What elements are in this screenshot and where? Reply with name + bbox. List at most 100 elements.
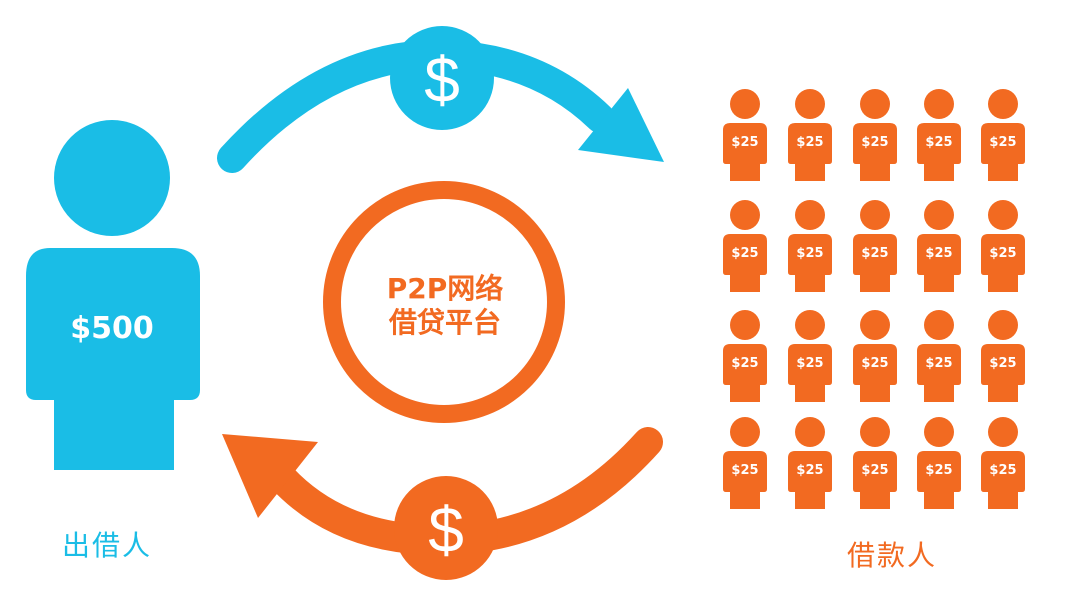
lender-caption: 出借人 (62, 529, 153, 562)
borrower-figure: $25 (788, 89, 832, 181)
platform-label-line1: P2P网络 (386, 272, 504, 305)
borrower-head (988, 200, 1018, 230)
borrower-body (981, 344, 1025, 402)
borrower-body (723, 451, 767, 509)
borrower-amount: $25 (925, 135, 952, 150)
borrower-body (723, 123, 767, 181)
borrower-body (981, 234, 1025, 292)
top-arrowhead (578, 88, 664, 162)
borrower-amount: $25 (925, 463, 952, 478)
borrower-figure: $25 (853, 417, 897, 509)
borrower-body (788, 123, 832, 181)
borrower-body (917, 451, 961, 509)
borrower-amount: $25 (989, 463, 1016, 478)
borrower-amount: $25 (796, 246, 823, 261)
borrower-head (730, 200, 760, 230)
platform-label: P2P网络 借贷平台 (340, 272, 550, 340)
borrower-figure: $25 (723, 200, 767, 292)
borrower-body (917, 123, 961, 181)
borrower-head (860, 310, 890, 340)
borrower-head (924, 89, 954, 119)
borrower-amount: $25 (861, 246, 888, 261)
borrower-head (988, 417, 1018, 447)
borrower-figure: $25 (917, 310, 961, 402)
borrower-figure: $25 (981, 200, 1025, 292)
borrower-head (795, 200, 825, 230)
top-dollar-badge (390, 26, 494, 130)
borrower-amount: $25 (731, 463, 758, 478)
top-dollar-icon: $ (424, 44, 460, 116)
borrower-head (795, 310, 825, 340)
borrower-amount: $25 (796, 356, 823, 371)
borrower-head (860, 200, 890, 230)
borrower-body (788, 344, 832, 402)
lender-body (26, 248, 200, 470)
borrower-figure: $25 (917, 200, 961, 292)
borrower-body (853, 451, 897, 509)
borrower-amount: $25 (731, 356, 758, 371)
borrower-body (723, 344, 767, 402)
borrower-head (730, 310, 760, 340)
borrower-figure: $25 (981, 89, 1025, 181)
borrower-grid: $25 $25 $25 $25 $25 $25 $25 $25 $25 $25 $25 $25 $25 $… (723, 89, 1025, 509)
borrower-head (795, 89, 825, 119)
borrower-body (853, 234, 897, 292)
top-arrow: $ (217, 26, 664, 173)
borrower-figure: $25 (981, 417, 1025, 509)
lender-amount: $500 (70, 311, 154, 346)
borrower-figure: $25 (917, 417, 961, 509)
lender-figure: $500 (26, 120, 200, 470)
platform-label-line2: 借贷平台 (388, 306, 501, 339)
borrower-figure: $25 (788, 200, 832, 292)
borrower-head (730, 417, 760, 447)
borrower-amount: $25 (925, 356, 952, 371)
borrower-head (860, 417, 890, 447)
borrower-figure: $25 (723, 417, 767, 509)
borrower-amount: $25 (925, 246, 952, 261)
bottom-dollar-icon: $ (428, 494, 464, 566)
bottom-dollar-badge (394, 476, 498, 580)
borrower-amount: $25 (796, 463, 823, 478)
borrower-head (860, 89, 890, 119)
borrower-figure: $25 (853, 89, 897, 181)
borrower-body (723, 234, 767, 292)
borrower-figure: $25 (917, 89, 961, 181)
platform-ring (323, 181, 565, 423)
borrower-caption: 借款人 (847, 539, 938, 572)
borrower-body (981, 123, 1025, 181)
borrower-body (853, 344, 897, 402)
borrower-head (924, 200, 954, 230)
borrower-amount: $25 (731, 246, 758, 261)
borrower-head (730, 89, 760, 119)
borrower-body (853, 123, 897, 181)
borrower-amount: $25 (989, 356, 1016, 371)
borrower-amount: $25 (731, 135, 758, 150)
borrower-head (924, 417, 954, 447)
borrower-head (988, 310, 1018, 340)
borrower-body (788, 234, 832, 292)
borrower-amount: $25 (861, 356, 888, 371)
borrower-figure: $25 (788, 417, 832, 509)
borrower-body (917, 344, 961, 402)
bottom-arrowhead (222, 434, 318, 518)
borrower-head (924, 310, 954, 340)
borrower-head (795, 417, 825, 447)
borrower-head (988, 89, 1018, 119)
borrower-figure: $25 (853, 200, 897, 292)
borrower-amount: $25 (989, 246, 1016, 261)
borrower-figure: $25 (981, 310, 1025, 402)
borrower-figure: $25 (723, 310, 767, 402)
borrower-body (917, 234, 961, 292)
borrower-amount: $25 (989, 135, 1016, 150)
borrower-figure: $25 (723, 89, 767, 181)
bottom-arrow: $ (222, 427, 663, 580)
borrower-figure: $25 (788, 310, 832, 402)
borrower-body (788, 451, 832, 509)
borrower-figure: $25 (853, 310, 897, 402)
borrower-amount: $25 (796, 135, 823, 150)
borrower-body (981, 451, 1025, 509)
borrower-amount: $25 (861, 463, 888, 478)
lender-head (54, 120, 170, 236)
